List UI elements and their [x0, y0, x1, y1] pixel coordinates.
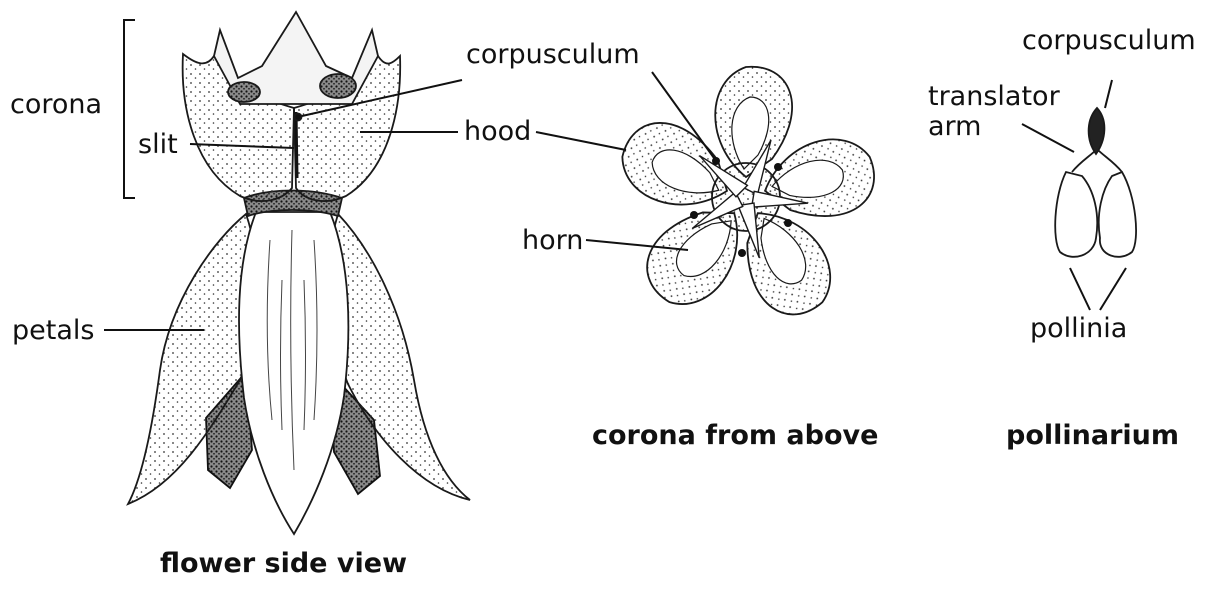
label-pollinia: pollinia [1030, 314, 1127, 344]
label-translator-arm: translator arm [928, 82, 1060, 142]
label-petals: petals [12, 316, 94, 346]
pollinium-right [1099, 172, 1136, 257]
caption-pollinarium: pollinarium [1006, 420, 1179, 451]
pollinarium-drawing [1055, 108, 1136, 257]
label-horn: horn [522, 226, 583, 256]
label-corona: corona [10, 90, 102, 120]
corpusculum-body [1089, 108, 1105, 154]
label-slit: slit [138, 130, 178, 160]
label-corpusculum-center: corpusculum [466, 40, 640, 70]
label-hood: hood [464, 117, 531, 147]
leader-pollinia-right [1100, 268, 1126, 310]
corona-dark-spot-right [320, 74, 356, 98]
corona-dark-spot-left [228, 82, 260, 102]
corona-from-above-drawing [613, 67, 884, 330]
leader-corpusculum-right [1105, 80, 1112, 108]
label-corpusculum-right: corpusculum [1022, 26, 1196, 56]
pollinium-left [1055, 172, 1097, 257]
caption-corona-from-above: corona from above [592, 420, 878, 451]
corona-bracket [124, 20, 135, 198]
corpusculum-dot [295, 114, 302, 121]
slit-mark [296, 112, 297, 178]
leader-pollinia-left [1070, 268, 1090, 310]
caption-flower-side-view: flower side view [160, 548, 407, 579]
leader-hood-corona [536, 132, 626, 150]
petal-front [239, 212, 348, 534]
